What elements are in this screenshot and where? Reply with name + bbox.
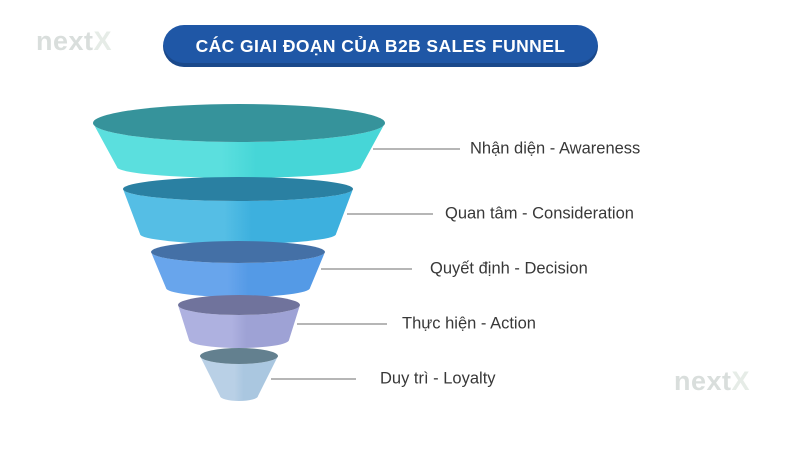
funnel-stage-decision-body (151, 252, 325, 297)
brand-logo-bottom-right: nextX (674, 366, 750, 397)
title-banner: CÁC GIAI ĐOẠN CỦA B2B SALES FUNNEL (163, 25, 598, 67)
logo-text-next: next (36, 26, 94, 56)
funnel-stage-consideration-top (123, 177, 353, 201)
funnel-stage-consideration-body (123, 189, 353, 244)
stage-label-decision: Quyết định - Decision (430, 259, 588, 278)
brand-logo-top-left: nextX (36, 26, 112, 57)
logo-text-next: next (674, 366, 732, 396)
logo-text-x: X (731, 366, 751, 396)
funnel-stage-loyalty-top (200, 348, 278, 364)
stage-label-consideration: Quan tâm - Consideration (445, 204, 634, 223)
funnel-stage-loyalty-body (200, 356, 278, 401)
funnel-stage-awareness-body (93, 123, 385, 178)
stage-label-loyalty: Duy trì - Loyalty (380, 369, 496, 388)
stage-label-action: Thực hiện - Action (402, 314, 536, 333)
funnel-stage-awareness-top (93, 104, 385, 142)
stage-label-awareness: Nhận diện - Awareness (470, 139, 641, 158)
funnel-stage-action-body (178, 305, 300, 348)
page-title: CÁC GIAI ĐOẠN CỦA B2B SALES FUNNEL (195, 35, 566, 56)
logo-text-x: X (93, 26, 113, 56)
funnel-stage-action-top (178, 295, 300, 315)
funnel-stage-decision-top (151, 241, 325, 263)
